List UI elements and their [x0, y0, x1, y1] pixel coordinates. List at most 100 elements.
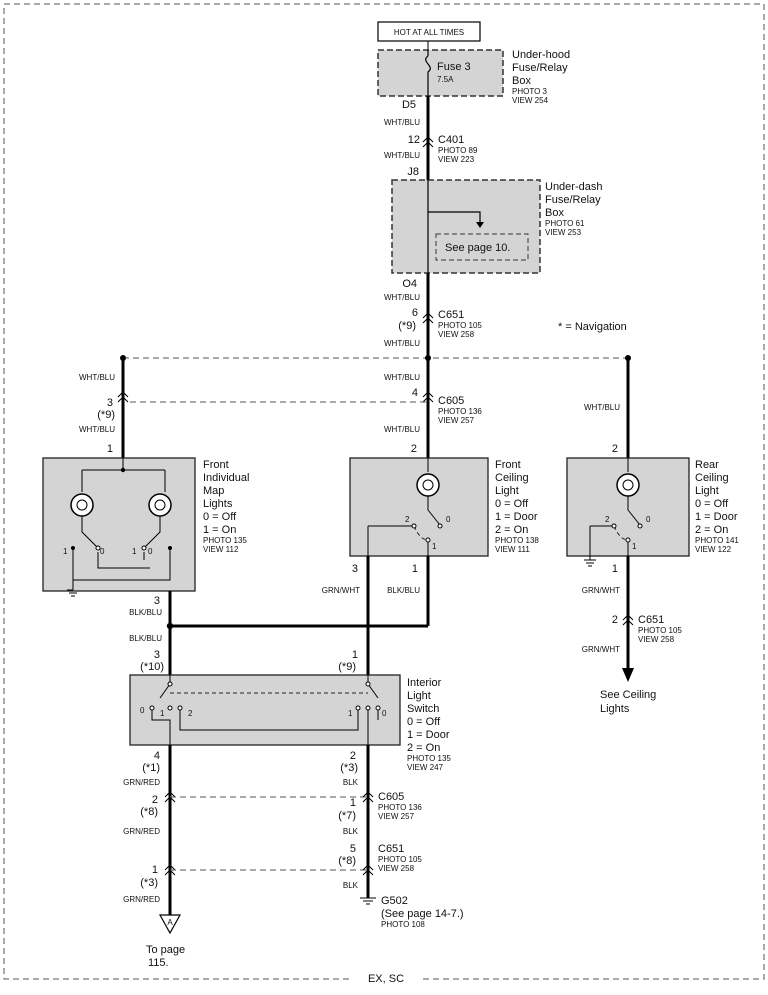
svg-text:Front: Front — [495, 459, 521, 471]
svg-text:VIEW 254: VIEW 254 — [512, 96, 549, 105]
svg-text:WHT/BLU: WHT/BLU — [79, 373, 115, 382]
svg-text:VIEW 111: VIEW 111 — [495, 545, 530, 554]
svg-text:GRN/WHT: GRN/WHT — [582, 645, 620, 654]
svg-text:1: 1 — [107, 443, 113, 455]
svg-text:PHOTO 105: PHOTO 105 — [438, 321, 482, 330]
svg-text:(*1): (*1) — [142, 762, 160, 774]
svg-text:(*8): (*8) — [140, 806, 158, 818]
svg-text:VIEW 258: VIEW 258 — [378, 864, 415, 873]
svg-text:5: 5 — [350, 843, 356, 855]
svg-text:VIEW 112: VIEW 112 — [203, 545, 239, 554]
svg-text:2: 2 — [152, 794, 158, 806]
fuse-name: Fuse 3 — [437, 61, 471, 73]
front-ceiling-light-component: 2 0 1 — [349, 457, 489, 557]
svg-text:WHT/BLU: WHT/BLU — [384, 339, 420, 348]
svg-text:12: 12 — [408, 134, 420, 146]
arrow-down-icon — [622, 668, 634, 682]
footer-label: EX, SC — [368, 973, 404, 985]
svg-text:VIEW 122: VIEW 122 — [695, 545, 732, 554]
svg-text:WHT/BLU: WHT/BLU — [584, 403, 620, 412]
to-page-label: To page — [146, 944, 185, 956]
svg-text:GRN/WHT: GRN/WHT — [582, 586, 620, 595]
svg-text:GRN/RED: GRN/RED — [123, 778, 160, 787]
svg-text:0 = Off: 0 = Off — [695, 498, 729, 510]
connector-c401-symbol — [422, 136, 434, 148]
svg-text:Under-hood: Under-hood — [512, 49, 570, 61]
svg-text:GRN/RED: GRN/RED — [123, 895, 160, 904]
svg-text:0 = Off: 0 = Off — [495, 498, 529, 510]
svg-text:(*7): (*7) — [338, 810, 356, 822]
svg-text:2 = On: 2 = On — [695, 524, 728, 536]
svg-text:0 = Off: 0 = Off — [407, 716, 441, 728]
svg-text:BLK: BLK — [343, 778, 359, 787]
svg-text:Under-dash: Under-dash — [545, 181, 602, 193]
svg-text:1: 1 — [132, 547, 137, 556]
navigation-note: * = Navigation — [558, 321, 627, 333]
svg-text:VIEW 257: VIEW 257 — [438, 416, 475, 425]
bulb-icon — [416, 473, 440, 497]
svg-text:1: 1 — [612, 563, 618, 575]
svg-text:WHT/BLU: WHT/BLU — [384, 118, 420, 127]
underdash-fuse-box: See page 10. — [391, 179, 541, 274]
svg-text:Ceiling: Ceiling — [495, 472, 529, 484]
svg-text:PHOTO 89: PHOTO 89 — [438, 146, 478, 155]
svg-text:2: 2 — [605, 515, 610, 524]
underhood-fuse-box: Fuse 3 7.5A — [377, 49, 504, 97]
svg-text:HOT AT ALL TIMES: HOT AT ALL TIMES — [394, 28, 464, 37]
terminal-j8: J8 — [407, 166, 419, 178]
svg-text:Lights: Lights — [203, 498, 233, 510]
fuse-symbol — [425, 50, 431, 96]
svg-text:4: 4 — [154, 750, 160, 762]
svg-text:VIEW 258: VIEW 258 — [438, 330, 475, 339]
svg-text:2 = On: 2 = On — [495, 524, 528, 536]
svg-text:Map: Map — [203, 485, 224, 497]
svg-text:3: 3 — [154, 649, 160, 661]
svg-text:(See page 14-7.): (See page 14-7.) — [381, 908, 464, 920]
connector-c651-rear: C651 — [638, 614, 664, 626]
svg-text:Front: Front — [203, 459, 229, 471]
svg-text:1: 1 — [632, 542, 637, 551]
svg-text:WHT/BLU: WHT/BLU — [384, 151, 420, 160]
svg-text:PHOTO 136: PHOTO 136 — [378, 803, 422, 812]
svg-text:Rear: Rear — [695, 459, 719, 471]
svg-text:GRN/RED: GRN/RED — [123, 827, 160, 836]
svg-text:PHOTO 105: PHOTO 105 — [378, 855, 422, 864]
svg-text:Light: Light — [495, 485, 519, 497]
see-ceiling-lights: See Ceiling — [600, 689, 656, 701]
terminal-o4: O4 — [402, 278, 417, 290]
svg-text:1 = Door: 1 = Door — [695, 511, 738, 523]
svg-text:(*3): (*3) — [140, 877, 158, 889]
rear-ceiling-light-component: 2 0 1 — [566, 457, 690, 567]
svg-text:115.: 115. — [148, 957, 169, 969]
svg-text:VIEW 253: VIEW 253 — [545, 228, 582, 237]
svg-text:PHOTO 135: PHOTO 135 — [203, 536, 247, 545]
interior-light-switch-component: 0 1 2 1 0 — [129, 674, 401, 746]
svg-text:PHOTO 61: PHOTO 61 — [545, 219, 585, 228]
svg-text:1: 1 — [160, 709, 165, 718]
hot-at-all-times-box: HOT AT ALL TIMES — [377, 21, 481, 42]
svg-text:VIEW 223: VIEW 223 — [438, 155, 475, 164]
svg-text:2: 2 — [612, 614, 618, 626]
svg-text:BLK/BLU: BLK/BLU — [129, 634, 162, 643]
svg-text:PHOTO 141: PHOTO 141 — [695, 536, 739, 545]
svg-text:BLK/BLU: BLK/BLU — [387, 586, 420, 595]
svg-text:Switch: Switch — [407, 703, 439, 715]
svg-text:Ceiling: Ceiling — [695, 472, 729, 484]
svg-text:1: 1 — [432, 542, 437, 551]
svg-text:0: 0 — [646, 515, 651, 524]
svg-text:BLK: BLK — [343, 827, 359, 836]
svg-text:1: 1 — [412, 563, 418, 575]
svg-text:0: 0 — [140, 706, 145, 715]
fuse-rating: 7.5A — [437, 75, 454, 84]
svg-text:PHOTO 3: PHOTO 3 — [512, 87, 548, 96]
terminal-d5: D5 — [402, 99, 416, 111]
svg-text:PHOTO 108: PHOTO 108 — [381, 920, 425, 929]
svg-text:0: 0 — [100, 547, 105, 556]
connector-c651-top: C651 — [438, 309, 464, 321]
svg-text:2: 2 — [350, 750, 356, 762]
svg-text:1: 1 — [350, 797, 356, 809]
map-lights-component: 1 0 1 0 — [42, 457, 196, 597]
svg-text:0: 0 — [446, 515, 451, 524]
connector-a-icon: A — [158, 914, 182, 935]
bulb-icon — [148, 493, 172, 517]
